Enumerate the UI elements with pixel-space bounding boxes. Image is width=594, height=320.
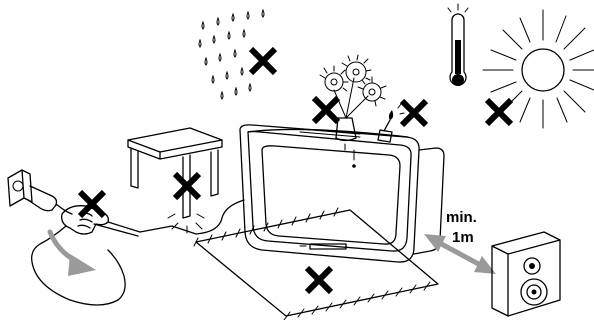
flower-vase-prohibited-icon <box>311 95 341 125</box>
candle-prohibited-icon <box>399 98 429 128</box>
sunlight-prohibited-icon <box>484 97 514 127</box>
distance-arrow-icon <box>424 234 496 274</box>
glow-icon <box>167 213 205 234</box>
candle-icon <box>377 103 405 143</box>
distance-label-value: 1m <box>452 229 474 246</box>
pull-direction-arrow-icon <box>47 229 96 276</box>
distance-label-min: min. <box>446 209 477 226</box>
power-cord-icon <box>139 199 245 235</box>
hand-pulling-cord-icon <box>31 205 141 306</box>
television-icon <box>239 124 445 263</box>
table-icon <box>127 127 223 219</box>
rug-icon <box>193 207 439 320</box>
cord-pull-prohibited-icon <box>77 189 107 219</box>
table-prohibited-icon <box>172 171 202 201</box>
thermometer-icon <box>447 3 469 86</box>
rain-prohibited-icon <box>248 46 278 76</box>
flower-vase-icon <box>319 54 387 168</box>
rug-prohibited-icon <box>304 265 334 295</box>
rain-drops-icon <box>198 8 265 100</box>
speaker-icon <box>491 231 561 317</box>
